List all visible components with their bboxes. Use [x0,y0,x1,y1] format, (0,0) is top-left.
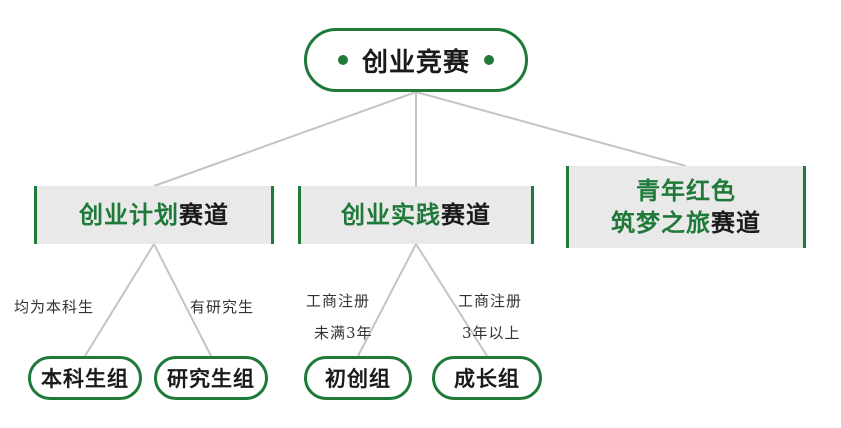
track-red-line2-dark: 赛道 [711,208,761,237]
branch-label-growth-line1: 工商注册 [458,292,523,310]
track-business-plan: 创业计划赛道 [34,186,274,244]
track-red-dream-journey: 青年红色 筑梦之旅赛道 [566,166,806,248]
leaf-growth-group: 成长组 [432,356,542,400]
branch-label-startup-line2: 未满3年 [314,324,373,342]
connector-root-red [415,91,687,167]
track-red-line2-green: 筑梦之旅 [611,208,711,237]
root-dot-right [484,55,494,65]
leaf-startup-group: 初创组 [304,356,412,400]
track-business-practice: 创业实践赛道 [298,186,534,244]
branch-label-grad: 有研究生 [190,298,255,316]
connector-practice-growth [415,243,488,357]
connector-plan-undergrad [84,243,155,357]
root-label: 创业竞赛 [361,47,470,78]
track-business-plan-label-dark: 赛道 [179,200,229,229]
branch-label-growth-line2: 3年以上 [462,324,521,342]
connector-root-plan [153,91,417,187]
connector-plan-grad [153,243,212,357]
root-dot-left [337,55,348,65]
root-node-entrepreneurship-competition: 创业竞赛 [304,28,528,92]
leaf-grad-group: 研究生组 [154,356,268,400]
branch-label-undergrad: 均为本科生 [14,298,95,316]
track-business-practice-label-green: 创业实践 [341,200,441,229]
track-red-line1: 青年红色 [636,176,736,205]
track-business-practice-label-dark: 赛道 [441,200,491,229]
connector-practice-startup [357,243,417,357]
branch-label-startup-line1: 工商注册 [306,292,371,310]
track-business-plan-label-green: 创业计划 [79,200,179,229]
leaf-undergrad-group: 本科生组 [28,356,142,400]
